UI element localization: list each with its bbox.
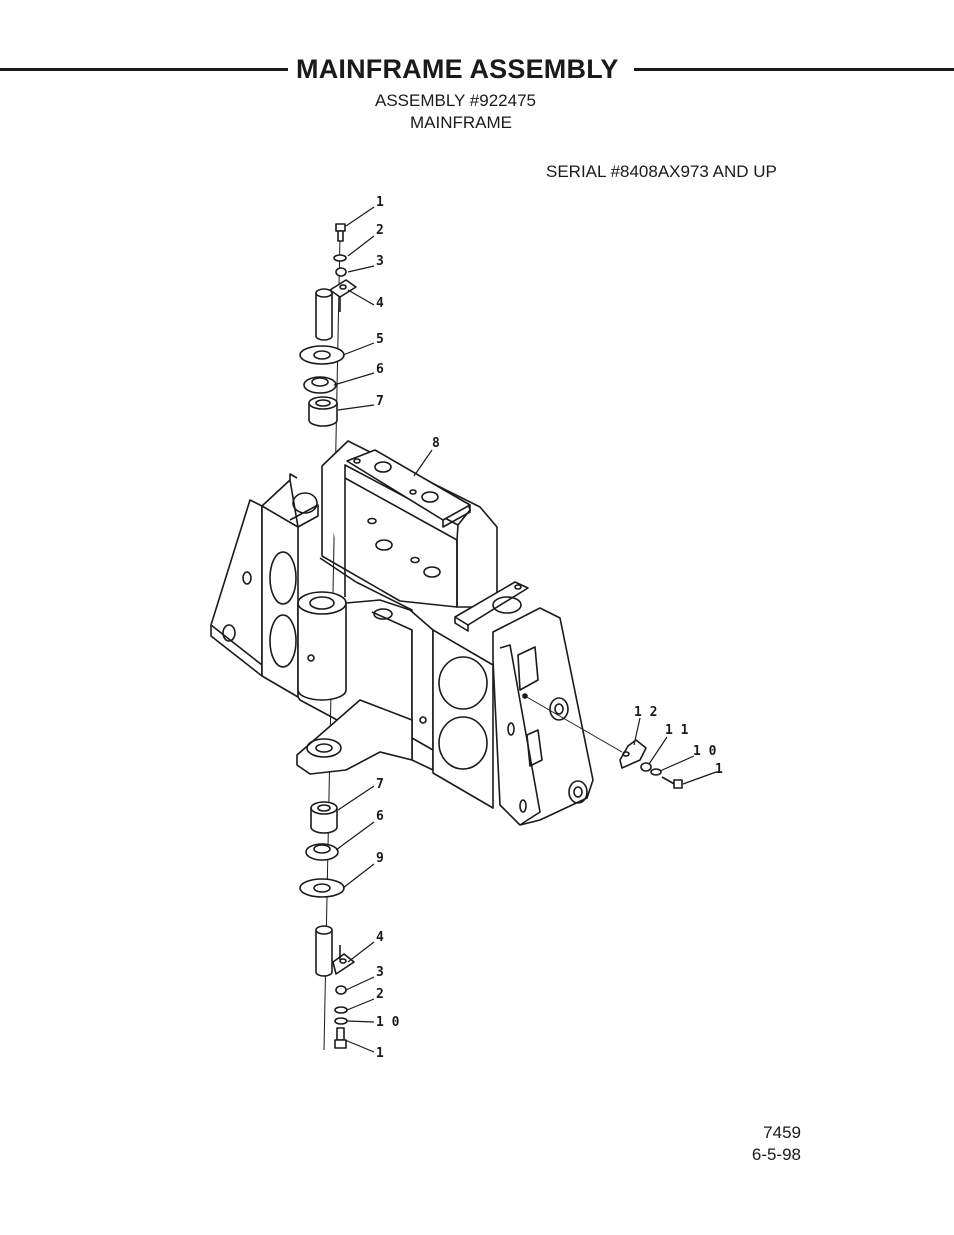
washer-9 bbox=[299, 878, 345, 898]
bushing-7-top bbox=[308, 396, 338, 427]
assembly-number: ASSEMBLY #922475 bbox=[375, 91, 536, 110]
callout-3-top: 3 bbox=[376, 254, 384, 269]
nut-bottom bbox=[335, 985, 347, 995]
fitting-axis-line bbox=[524, 695, 623, 753]
document-date: 6-5-98 bbox=[751, 1145, 801, 1164]
callout-8: 8 bbox=[432, 436, 440, 451]
clip-12 bbox=[619, 739, 647, 769]
bushing-7-bottom bbox=[310, 801, 338, 834]
callout-1-bottom: 1 bbox=[376, 1046, 384, 1061]
pin-bottom bbox=[315, 925, 355, 977]
callout-10-right: 1 0 bbox=[693, 744, 717, 759]
document-number: 7459 bbox=[763, 1123, 801, 1142]
washer-10-right bbox=[650, 768, 662, 776]
callout-11: 1 1 bbox=[665, 723, 689, 738]
callout-2-bottom: 2 bbox=[376, 987, 384, 1002]
callout-5: 5 bbox=[376, 332, 384, 347]
title-rule-right bbox=[634, 68, 954, 71]
callout-9: 9 bbox=[376, 851, 384, 866]
mainframe-weldment bbox=[210, 440, 594, 826]
callout-4-top: 4 bbox=[376, 296, 384, 311]
callout-6-bottom: 6 bbox=[376, 809, 384, 824]
callout-1-right: 1 bbox=[715, 762, 723, 777]
callout-2-top: 2 bbox=[376, 223, 384, 238]
nut-11 bbox=[640, 762, 652, 772]
callout-7-bottom: 7 bbox=[376, 777, 384, 792]
callout-3-bottom: 3 bbox=[376, 965, 384, 980]
bolt-top bbox=[335, 223, 346, 242]
bolt-bottom bbox=[334, 1027, 347, 1049]
title-rule-left bbox=[0, 68, 288, 71]
callout-12: 1 2 bbox=[634, 705, 657, 720]
callout-4-bottom: 4 bbox=[376, 930, 384, 945]
pin-top bbox=[315, 279, 357, 341]
bolt-1-right bbox=[661, 776, 683, 789]
seal-6-top bbox=[303, 376, 337, 394]
page-title: MAINFRAME ASSEMBLY bbox=[296, 54, 619, 84]
callout-7-top: 7 bbox=[376, 394, 384, 409]
seal-6-bottom bbox=[305, 843, 339, 861]
lockwasher-top bbox=[333, 254, 347, 262]
callout-1-top: 1 bbox=[376, 195, 384, 210]
washer-10-bottom bbox=[334, 1017, 348, 1025]
callout-10-bottom: 1 0 bbox=[376, 1015, 400, 1030]
assembly-name: MAINFRAME bbox=[410, 113, 512, 132]
serial-range: SERIAL #8408AX973 AND UP bbox=[546, 162, 777, 181]
callout-6-top: 6 bbox=[376, 362, 384, 377]
lockwasher-bottom bbox=[334, 1006, 348, 1014]
washer-5 bbox=[299, 345, 345, 365]
nut-top bbox=[335, 267, 347, 277]
